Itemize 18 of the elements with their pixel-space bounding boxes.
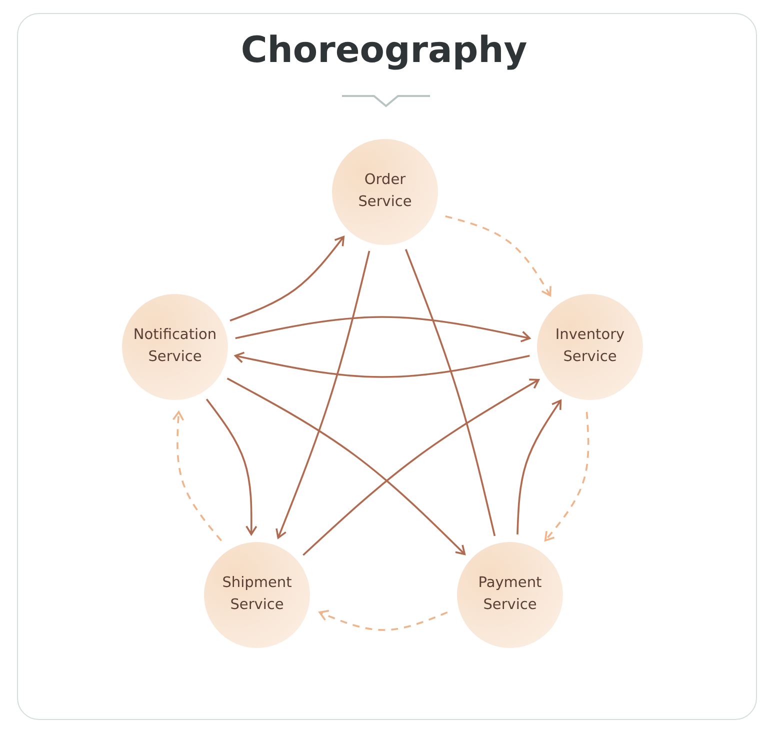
service-label: Notification Service — [132, 326, 218, 367]
dashed-arrow — [445, 215, 552, 296]
dashed-arrow — [544, 412, 590, 542]
service-label: Order Service — [357, 171, 413, 212]
dashed-arrow — [318, 610, 448, 631]
arrow — [235, 316, 531, 342]
arrow — [226, 378, 466, 556]
arrow — [234, 352, 530, 378]
arrow — [206, 398, 258, 536]
title: Choreography — [240, 30, 528, 71]
arrow — [276, 250, 370, 539]
service-label: Inventory Service — [554, 326, 626, 367]
dashed-arrow — [172, 411, 222, 542]
arrow — [516, 400, 562, 534]
arrow — [302, 378, 540, 556]
service-label: Payment Service — [477, 574, 543, 615]
arrow — [230, 236, 345, 322]
service-label: Shipment Service — [221, 574, 293, 615]
